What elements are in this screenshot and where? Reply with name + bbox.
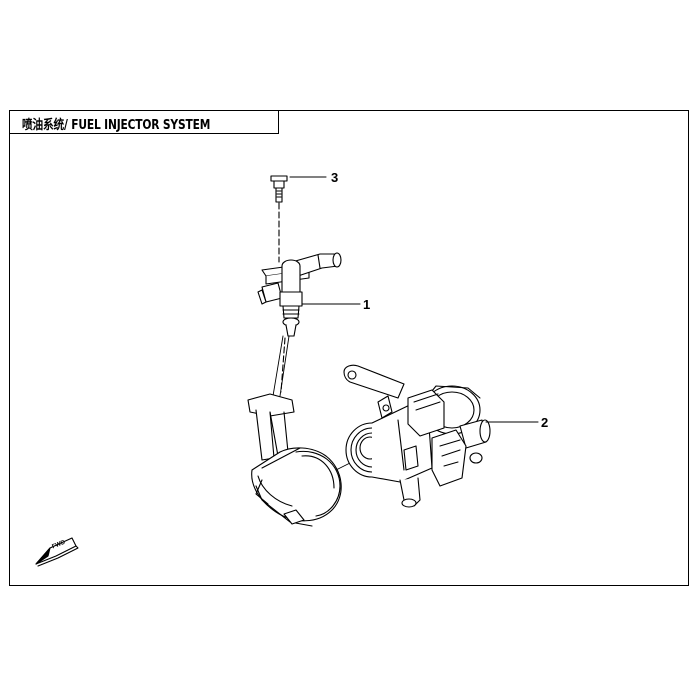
intake-manifold — [247, 393, 342, 527]
callout-3: 3 — [331, 170, 339, 185]
callout-1: 1 — [363, 297, 371, 312]
fuel-injector-part-1 — [257, 252, 342, 337]
diagram-frame — [9, 110, 689, 586]
throttle-body-part-2 — [343, 364, 491, 508]
fwd-arrow-icon — [35, 537, 79, 567]
bolt-part-3 — [270, 175, 288, 203]
diagram-title: 喷油系统/ FUEL INJECTOR SYSTEM — [22, 118, 211, 133]
callout-2: 2 — [541, 415, 549, 430]
title-box — [9, 110, 279, 134]
